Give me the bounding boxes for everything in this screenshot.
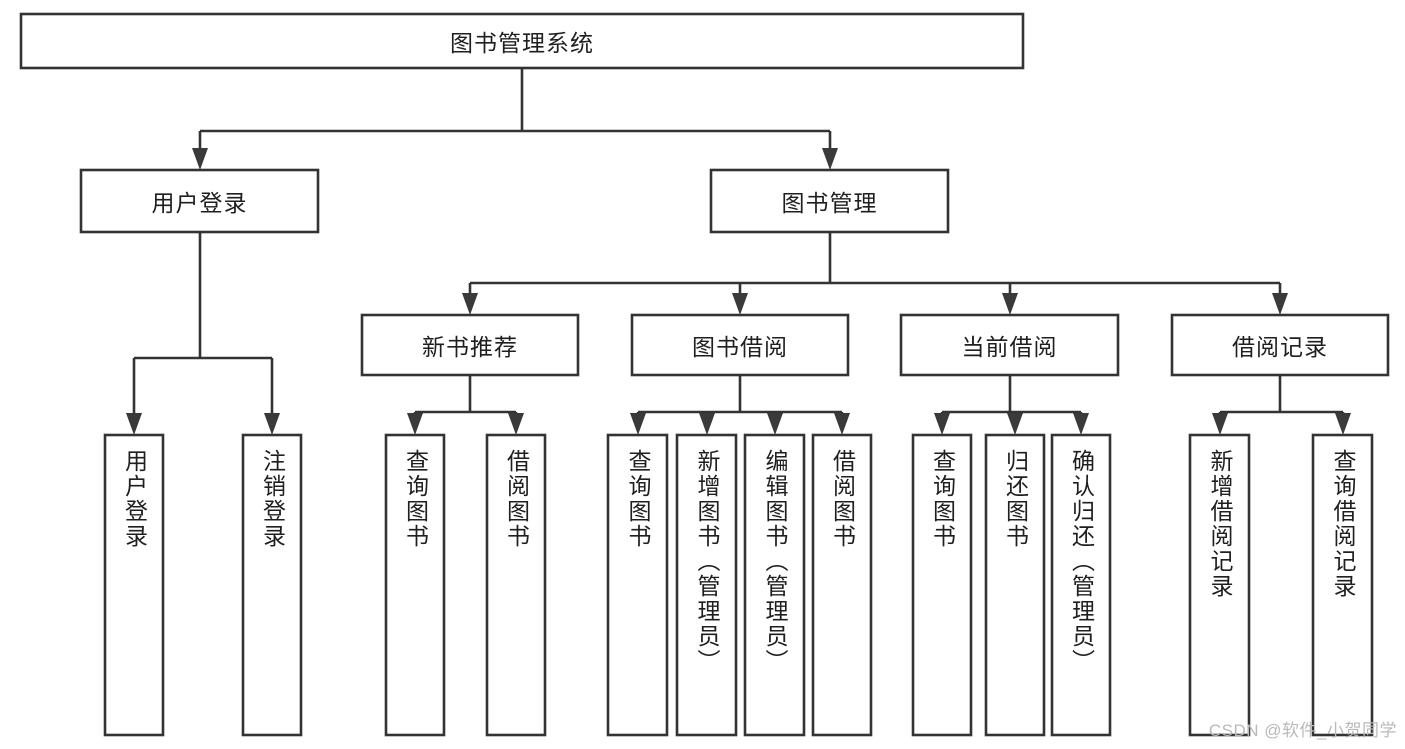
arrow-head-icon <box>126 413 142 435</box>
node-box-nbr-query[interactable] <box>384 433 446 737</box>
arrow-head-icon <box>630 413 646 435</box>
arrow-head-icon <box>1073 413 1089 435</box>
node-box-cb-query[interactable] <box>911 433 973 737</box>
node-box-current-borrow[interactable] <box>899 313 1120 377</box>
node-box-book-borrow[interactable] <box>630 313 850 377</box>
arrow-head-icon <box>1335 413 1351 435</box>
node-box-br-add[interactable] <box>1188 433 1251 737</box>
node-box-book-manage[interactable] <box>709 168 950 234</box>
node-box-root[interactable] <box>19 12 1025 70</box>
arrow-head-icon <box>732 293 748 315</box>
node-box-borrow-record[interactable] <box>1170 313 1390 377</box>
node-box-br-query[interactable] <box>1311 433 1374 737</box>
arrow-head-icon <box>264 413 280 435</box>
arrow-head-icon <box>699 413 715 435</box>
arrow-head-icon <box>508 413 524 435</box>
node-box-bb-query[interactable] <box>606 433 669 737</box>
arrow-head-icon <box>834 413 850 435</box>
node-box-user-login-do[interactable] <box>103 433 165 737</box>
arrow-head-icon <box>934 413 950 435</box>
arrow-head-icon <box>1002 293 1018 315</box>
node-box-cb-return[interactable] <box>984 433 1046 737</box>
arrow-head-icon <box>767 413 783 435</box>
arrow-head-icon <box>1272 293 1288 315</box>
arrow-head-icon <box>1212 413 1228 435</box>
arrow-head-icon <box>192 148 208 170</box>
arrow-head-icon <box>822 148 838 170</box>
watermark: CSDN @软件_小贺同学 <box>1208 721 1397 740</box>
node-box-bb-borrow[interactable] <box>811 433 873 737</box>
node-box-nbr-borrow[interactable] <box>485 433 547 737</box>
node-box-new-book-rec[interactable] <box>360 313 580 377</box>
node-box-user-logout[interactable] <box>241 433 303 737</box>
arrow-head-icon <box>462 293 478 315</box>
node-box-user-login[interactable] <box>79 168 320 234</box>
node-box-bb-edit[interactable] <box>743 433 806 737</box>
arrow-head-icon <box>407 413 423 435</box>
node-box-bb-add[interactable] <box>675 433 738 737</box>
arrow-head-icon <box>1007 413 1023 435</box>
node-box-cb-confirm[interactable] <box>1050 433 1112 737</box>
